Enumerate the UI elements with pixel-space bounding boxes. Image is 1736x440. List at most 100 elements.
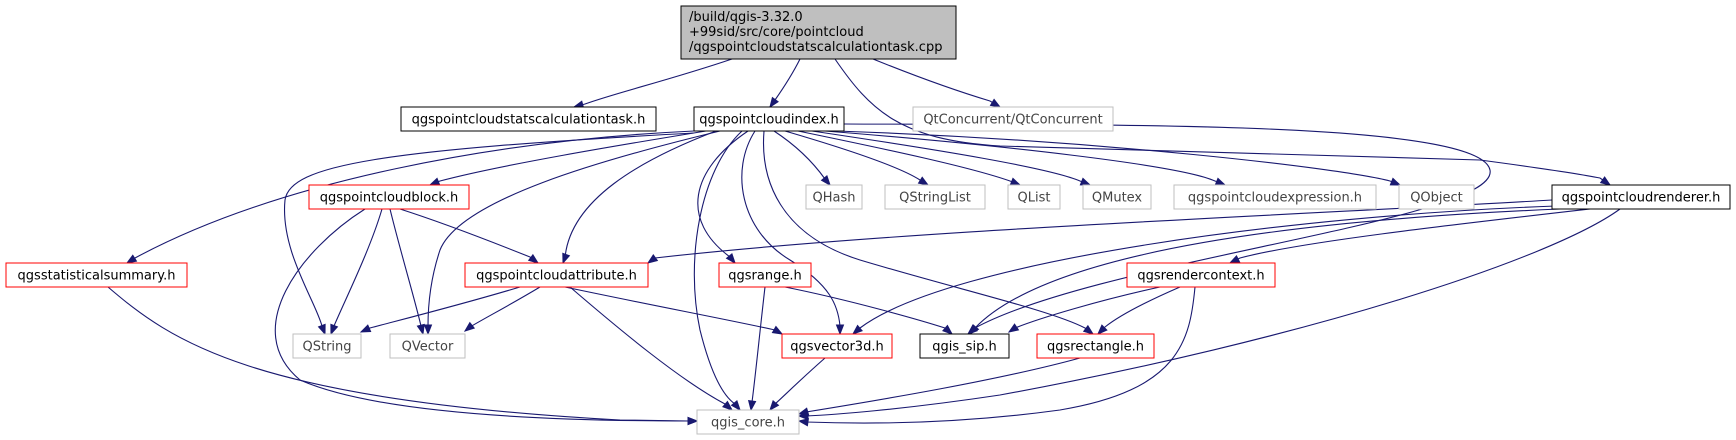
node-box [781,333,893,359]
edge-index_h-to-range_h [697,130,749,265]
edge-block_h-to-attribute_h [399,208,540,264]
edge-renderer_h-to-rendercontext_h [1228,208,1591,264]
edge-range_h-to-sip_h [784,286,954,335]
edge-index_h-to-vector3d_h [741,130,845,336]
node-renderer-h[interactable]: qgspointcloudrenderer.h [1551,184,1731,210]
node-label: qgis_core.h [711,416,785,431]
edges-layer [107,58,1621,427]
edge-attribute_h-to-core_h [569,286,734,411]
edge-arrowhead [1097,324,1108,335]
edge-root-to-qtconcurrent [872,58,1002,108]
edge-attribute_h-to-vector3d_h [564,286,784,335]
node-box [1036,333,1155,359]
node-label: qgsrectangle.h [1047,340,1144,355]
node-sip-h[interactable]: qgis_sip.h [919,333,1010,359]
edge-line [564,286,783,335]
node-box [884,184,986,210]
node-box [5,262,188,288]
node-box [1398,184,1475,210]
node-box [919,333,1010,359]
node-task-h[interactable]: qgspointcloudstatscalculationtask.h [400,106,657,132]
edge-index_h-to-core_h [693,130,743,412]
node-label: /build/qgis-3.32.0 [689,10,803,25]
edge-arrowhead [1009,177,1022,186]
node-label: QMutex [1092,191,1143,206]
edge-arrowhead [820,174,831,187]
node-qstring[interactable]: QString [292,333,362,359]
node-box [696,409,800,435]
edge-index_h-to-qstring [283,132,695,336]
edge-root-to-index_h [769,58,801,109]
node-label: QHash [813,191,856,206]
node-label: qgis_sip.h [932,340,996,355]
edge-arrowhead [1082,324,1095,335]
edge-arrowhead [797,407,810,416]
edge-index_h-to-qobject [835,130,1402,186]
edge-block_h-to-core_h [274,208,699,426]
node-label: qgspointcloudblock.h [320,191,459,206]
edge-rendercontext_h-to-rectangle_h [1097,286,1181,335]
edge-arrowhead [747,400,757,412]
edge-root-to-task_h [572,58,733,109]
edge-arrowhead [423,324,433,336]
edge-line [784,130,929,186]
node-box [464,262,649,288]
edge-arrowhead [835,324,845,336]
edge-line [835,130,1401,186]
edge-arrowhead [317,323,326,336]
edge-arrowhead [1389,177,1402,186]
edge-range_h-to-core_h [747,286,766,412]
node-statsummary[interactable]: qgsstatisticalsummary.h [5,262,188,288]
edge-arrowhead [942,324,954,335]
edge-index_h-to-qhash [773,130,831,187]
edge-line [843,123,1491,335]
node-label: QObject [1410,191,1463,206]
edge-line [969,208,1561,335]
edge-line [569,286,733,411]
edge-line [811,130,1091,186]
edge-arrowhead [416,323,425,336]
node-expression-h[interactable]: qgspointcloudexpression.h [1173,184,1377,210]
edge-arrowhead [725,252,736,265]
node-box [718,262,812,288]
node-vector3d-h[interactable]: qgsvector3d.h [781,333,893,359]
node-index-h[interactable]: qgspointcloudindex.h [693,106,845,132]
node-qhash[interactable]: QHash [805,184,863,210]
node-core-h[interactable]: qgis_core.h [696,409,800,435]
node-qstringlist[interactable]: QStringList [884,184,986,210]
node-rendercontext-h[interactable]: qgsrendercontext.h [1126,262,1276,288]
edge-root-to-renderer_h [834,58,1612,186]
node-box [680,5,957,60]
edge-arrowhead [1079,177,1092,186]
edge-line [824,130,1226,186]
node-attribute-h[interactable]: qgspointcloudattribute.h [464,262,649,288]
node-box [1082,184,1152,210]
edge-line [562,130,717,264]
edge-arrowhead [1007,323,1020,333]
node-qlist[interactable]: QList [1007,184,1061,210]
node-box [1007,184,1061,210]
edge-index_h-to-qvector [423,130,721,336]
node-block-h[interactable]: qgspointcloudblock.h [308,184,470,210]
node-qobject[interactable]: QObject [1398,184,1475,210]
nodes-layer: /build/qgis-3.32.0+99sid/src/core/pointc… [5,5,1731,435]
node-qtconcurrent[interactable]: QtConcurrent/QtConcurrent [912,106,1114,132]
edge-rendercontext_h-to-core_h [797,286,1196,427]
edge-arrowhead [797,418,810,427]
node-box [292,333,362,359]
edge-arrowhead [527,253,540,264]
edge-arrowhead [769,399,780,412]
edge-vector3d_h-to-core_h [769,357,826,412]
edge-line [1097,286,1181,335]
edge-renderer_h-to-sip_h [969,208,1561,336]
node-qvector[interactable]: QVector [389,333,466,359]
node-rectangle-h[interactable]: qgsrectangle.h [1036,333,1155,359]
edge-block_h-to-qstring [330,208,383,336]
edge-line [852,205,1557,335]
edge-attribute_h-to-qvector [463,286,541,332]
node-range-h[interactable]: qgsrange.h [718,262,812,288]
node-label: QtConcurrent/QtConcurrent [923,113,1102,128]
node-qmutex[interactable]: QMutex [1082,184,1152,210]
edge-line [573,58,733,108]
